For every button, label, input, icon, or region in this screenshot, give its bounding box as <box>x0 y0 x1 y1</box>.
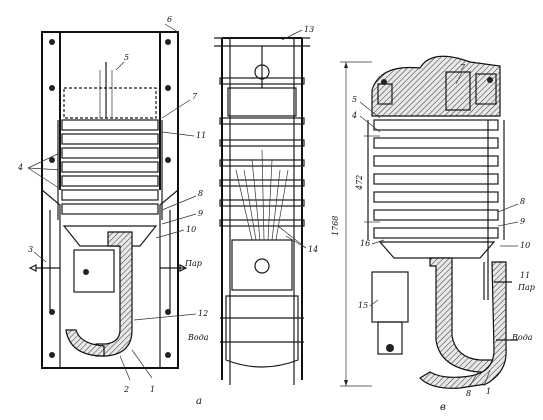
side-pipes <box>28 210 188 310</box>
callout-a-3: 3 <box>28 245 33 254</box>
callout-a-4: 4 <box>17 163 23 172</box>
water-label-c: Вода <box>511 333 533 342</box>
callout-c-5: 5 <box>352 95 357 104</box>
dim-total: 1768 <box>331 216 340 236</box>
steam-label-a: Пар <box>184 259 202 268</box>
callout-a-6: 6 <box>167 15 172 24</box>
steam-label-c: Пар <box>517 283 535 292</box>
callout-a-8: 8 <box>198 189 203 198</box>
callout-c-1: 1 <box>486 387 491 396</box>
hose-bundle <box>231 149 293 291</box>
view-letter-c: в <box>440 402 446 413</box>
view-b-side: 13 14 <box>214 25 318 385</box>
callout-a-10: 10 <box>186 225 196 234</box>
view-letter-a: а <box>196 396 202 407</box>
callout-b-14: 14 <box>308 245 318 254</box>
callout-c-8: 8 <box>520 197 525 206</box>
callout-c-8b: 8 <box>466 389 471 398</box>
callout-a-9: 9 <box>198 209 203 218</box>
section-plates <box>367 119 505 240</box>
dim-plates: 472 <box>355 175 364 191</box>
view-a-leaders <box>27 23 197 381</box>
water-label-a: Вода <box>187 333 209 342</box>
side-bottom-tank <box>220 295 304 368</box>
side-plates <box>219 77 305 227</box>
callout-c-9: 9 <box>520 217 525 226</box>
callout-b-13: 13 <box>304 25 314 34</box>
top-platen <box>63 62 157 119</box>
callout-c-10: 10 <box>520 241 530 250</box>
hydraulic-cylinder <box>62 225 158 357</box>
callout-a-1: 1 <box>150 385 155 394</box>
upper-chamber <box>227 46 297 117</box>
callout-a-7: 7 <box>192 92 198 101</box>
callout-a-2: 2 <box>123 385 129 394</box>
callout-a-11: 11 <box>196 131 206 140</box>
view-a-front: 6 5 7 11 4 8 9 10 3 12 2 1 Пар Вода а <box>17 15 209 407</box>
view-c-leaders <box>359 71 519 387</box>
callout-a-5: 5 <box>124 53 129 62</box>
callout-c-7: 7 <box>460 63 466 72</box>
section-cylinder <box>371 241 507 389</box>
heating-plates <box>57 119 163 220</box>
callout-c-11: 11 <box>520 271 530 280</box>
view-c-section: 1768 472 <box>331 55 535 413</box>
callout-c-15: 15 <box>358 301 368 310</box>
frame-bolts <box>49 39 171 358</box>
callout-c-4: 4 <box>351 111 357 120</box>
callout-a-12: 12 <box>198 309 208 318</box>
callout-c-16: 16 <box>360 239 370 248</box>
